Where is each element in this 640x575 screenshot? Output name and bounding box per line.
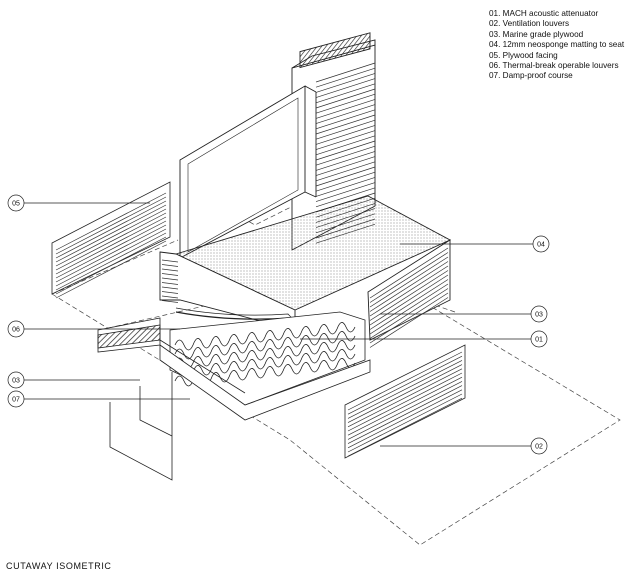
acoustic-attenuator xyxy=(169,311,366,406)
legend-item: 06. Thermal-break operable louvers xyxy=(489,61,619,71)
callout-06: 06 xyxy=(7,320,180,338)
svg-text:04: 04 xyxy=(537,242,545,249)
legend-item: 03. Marine grade plywood xyxy=(489,29,584,39)
callout-02: 02 xyxy=(380,437,548,455)
callout-07: 07 xyxy=(7,390,190,408)
callout-01: 01 xyxy=(300,330,548,348)
legend-item: 07. Damp-proof course xyxy=(489,71,573,81)
svg-text:01: 01 xyxy=(535,337,543,344)
callout-03-right: 03 xyxy=(380,305,548,323)
svg-text:02: 02 xyxy=(535,444,543,451)
legend-item: 04. 12mm neosponge matting to seat xyxy=(489,40,625,50)
legend: 01. MACH acoustic attenuator 02. Ventila… xyxy=(489,9,624,82)
drawing-caption: CUTAWAY ISOMETRIC xyxy=(6,561,112,571)
callout-04: 04 xyxy=(400,235,550,253)
legend-item: 02. Ventilation louvers xyxy=(489,19,570,29)
ventilation-louvers-panel xyxy=(344,344,466,459)
legend-item: 05. Plywood facing xyxy=(489,50,558,60)
svg-text:03: 03 xyxy=(535,312,543,319)
callout-03-left: 03 xyxy=(7,371,140,389)
callout-05: 05 xyxy=(7,194,150,212)
svg-text:05: 05 xyxy=(12,201,20,208)
seat-body xyxy=(159,195,452,348)
svg-text:06: 06 xyxy=(12,327,20,334)
plywood-facing-panel xyxy=(51,181,171,299)
footings xyxy=(109,372,173,481)
legend-item: 01. MACH acoustic attenuator xyxy=(489,9,599,18)
base-block xyxy=(97,317,371,421)
svg-text:03: 03 xyxy=(12,378,20,385)
svg-text:07: 07 xyxy=(12,397,20,404)
back-wall xyxy=(179,32,376,259)
